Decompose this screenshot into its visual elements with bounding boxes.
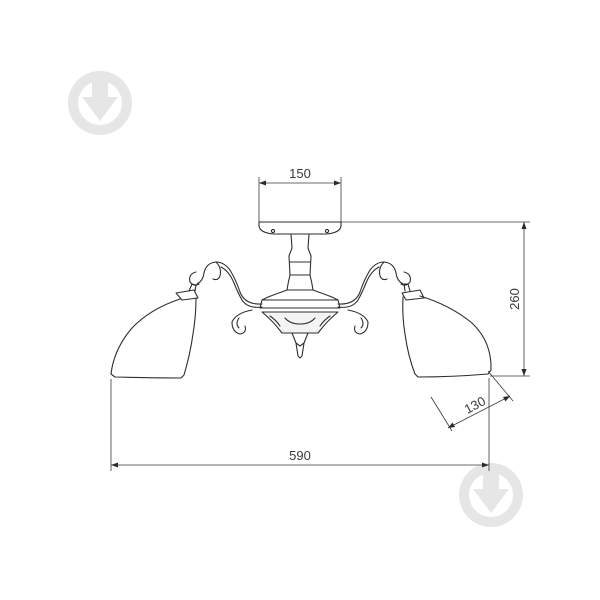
height-label: 260: [507, 288, 522, 310]
watermark-top-left-icon: [68, 71, 132, 135]
ceiling-lamp-outline: [110, 221, 492, 379]
watermark-bottom-right-icon: [459, 463, 523, 527]
canopy-width-label: 150: [289, 166, 311, 181]
dimension-canopy-width: 150: [258, 166, 342, 222]
dimension-total-width: 590: [110, 378, 490, 471]
right-glass-shade: [401, 283, 492, 378]
total-width-label: 590: [289, 448, 311, 463]
dimension-height: 260: [341, 221, 530, 377]
dimension-shade-diameter: 130: [430, 370, 514, 432]
shade-diameter-label: 130: [462, 393, 488, 416]
left-glass-shade: [110, 283, 199, 379]
